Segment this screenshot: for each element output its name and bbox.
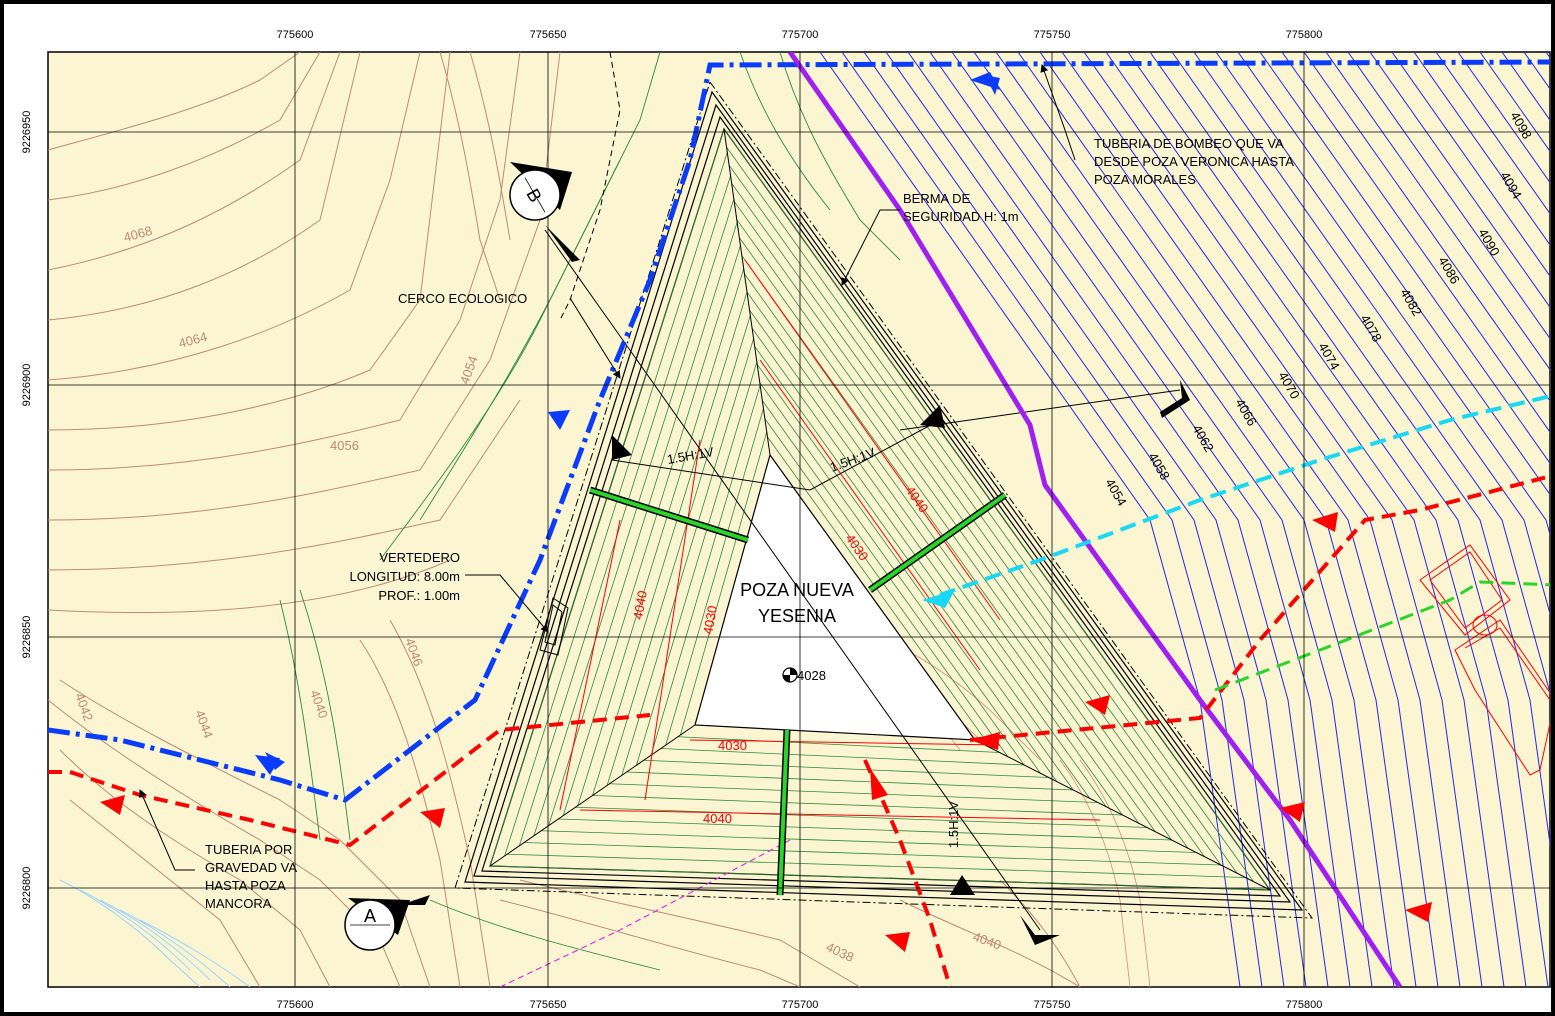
flow-arrow-icon	[922, 590, 955, 608]
svg-text:LONGITUD: 8.00m: LONGITUD: 8.00m	[349, 569, 460, 584]
svg-text:VERTEDERO: VERTEDERO	[379, 550, 460, 565]
blue-contour-lines	[819, 52, 1550, 987]
flow-arrows-red	[100, 512, 1432, 952]
svg-text:775750: 775750	[1034, 29, 1071, 41]
svg-text:4056: 4056	[330, 438, 359, 453]
svg-text:775700: 775700	[782, 29, 819, 41]
flow-arrow-icon	[1312, 512, 1338, 532]
svg-text:TUBERIA POR: TUBERIA POR	[205, 842, 292, 857]
svg-text:POZA NUEVA: POZA NUEVA	[740, 580, 854, 600]
svg-text:4040: 4040	[703, 811, 732, 826]
flow-arrow-icon	[1280, 802, 1305, 822]
svg-text:1.5H:1V: 1.5H:1V	[946, 801, 961, 848]
flow-arrow-icon	[1405, 902, 1432, 922]
flow-arrow-icon	[970, 732, 1000, 750]
green-dashed-pipe	[1214, 580, 1550, 692]
flow-arrow-icon	[985, 75, 1000, 95]
svg-text:PROF.: 1.00m: PROF.: 1.00m	[378, 588, 460, 603]
red-dashed-pipes	[48, 474, 1550, 987]
svg-text:775750: 775750	[1034, 999, 1071, 1011]
svg-text:775600: 775600	[277, 999, 314, 1011]
section-bubble-b	[509, 162, 572, 221]
section-bubble-a	[344, 898, 410, 951]
pond-name: POZA NUEVA YESENIA 4028	[740, 580, 854, 683]
svg-text:4030: 4030	[718, 738, 747, 753]
svg-text:775800: 775800	[1286, 999, 1323, 1011]
pond-contours-red	[559, 259, 1101, 821]
svg-text:SEGURIDAD H: 1m: SEGURIDAD H: 1m	[903, 209, 1019, 224]
callout-spillway: VERTEDERO LONGITUD: 8.00m PROF.: 1.00m	[349, 550, 460, 603]
flow-arrow-icon	[1085, 695, 1110, 715]
svg-text:TUBERIA DE BOMBEO QUE VA: TUBERIA DE BOMBEO QUE VA	[1094, 136, 1284, 151]
coordinate-labels: 775600 775650 775700 775750 775800 77560…	[21, 29, 1322, 1011]
callout-berm: BERMA DE SEGURIDAD H: 1m	[903, 191, 1019, 224]
survey-benchmark-icon	[782, 667, 798, 683]
pumping-pipe-blue	[48, 59, 1550, 803]
flow-arrow-icon	[420, 808, 445, 828]
slope-section-markers	[400, 225, 1190, 945]
building-outline	[1419, 544, 1550, 776]
contour-labels-red: 4040 4030 4040 4030 4030 4040	[630, 483, 931, 826]
svg-text:775650: 775650	[530, 999, 567, 1011]
flow-arrow-icon	[870, 768, 888, 800]
flow-arrows-blue	[255, 72, 1000, 775]
flow-arrow-icon	[548, 410, 570, 430]
callout-pipeline: TUBERIA DE BOMBEO QUE VA DESDE POZA VERO…	[1094, 136, 1294, 187]
svg-text:9226900: 9226900	[21, 364, 33, 407]
svg-text:YESENIA: YESENIA	[758, 606, 836, 626]
terrain-contours	[48, 52, 1081, 987]
svg-text:775650: 775650	[530, 29, 567, 41]
svg-text:DESDE POZA VERONICA HASTA: DESDE POZA VERONICA HASTA	[1094, 154, 1294, 169]
svg-text:4030: 4030	[700, 604, 720, 635]
pond-bottom	[694, 453, 977, 741]
svg-text:4068: 4068	[122, 223, 154, 245]
pond-crest-lines	[489, 128, 1271, 891]
svg-text:4040: 4040	[630, 589, 650, 620]
callout-gravity-pipe: TUBERIA POR GRAVEDAD VA HASTA POZA MANCO…	[205, 842, 297, 911]
svg-text:9226950: 9226950	[21, 111, 33, 154]
svg-text:BERMA DE: BERMA DE	[903, 191, 971, 206]
svg-text:9226850: 9226850	[21, 616, 33, 659]
svg-text:POZA MORALES: POZA MORALES	[1094, 172, 1196, 187]
flow-arrow-icon	[885, 932, 910, 952]
green-contours	[279, 52, 901, 971]
svg-text:775700: 775700	[782, 999, 819, 1011]
cyan-dashed-pipe	[939, 394, 1550, 597]
svg-text:775600: 775600	[277, 29, 314, 41]
callout-fence: CERCO ECOLOGICO	[398, 291, 527, 306]
magenta-dashed-line	[499, 839, 791, 987]
svg-text:MANCORA: MANCORA	[205, 896, 272, 911]
svg-text:775800: 775800	[1286, 29, 1323, 41]
section-letter-a: A	[364, 906, 376, 926]
flow-arrow-icon	[100, 795, 125, 815]
svg-text:4064: 4064	[177, 329, 209, 351]
ecological-fence	[559, 52, 621, 321]
section-lines	[544, 229, 1181, 931]
contour-labels-terrain: 4068 4064 4054 4056 4046 4044 4042 4040 …	[72, 223, 1003, 965]
bottom-elevation: 4028	[797, 668, 826, 683]
svg-text:9226800: 9226800	[21, 867, 33, 910]
callout-leaders	[139, 64, 1076, 871]
svg-text:HASTA POZA: HASTA POZA	[205, 878, 286, 893]
svg-text:GRAVEDAD VA: GRAVEDAD VA	[205, 860, 297, 875]
slope-hatch-lines	[489, 128, 1271, 891]
flow-arrow-icon	[265, 752, 285, 770]
